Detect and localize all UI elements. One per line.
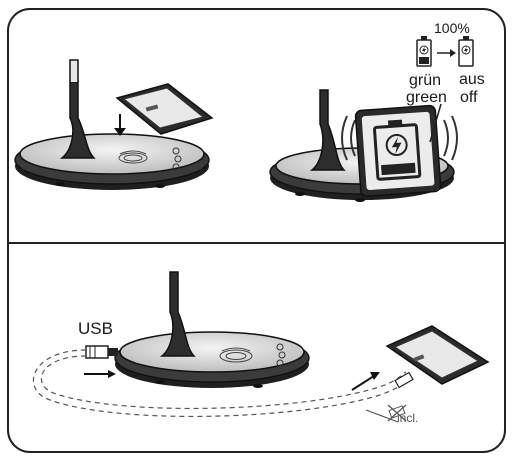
lamp-bottom [114,271,310,388]
phone-bottom [385,325,490,385]
full-percent-label: 100% [434,20,470,36]
phone-charging [354,104,442,197]
done-label-de: aus [459,71,485,88]
usb-plug [84,345,118,378]
not-included-label: incl. [397,411,419,425]
down-arrow [114,114,126,136]
phone-top-left [115,83,214,135]
usb-label: USB [78,319,113,338]
outer-frame [7,8,506,453]
charging-label-en: green [406,89,447,106]
battery-indicator [416,36,474,143]
charging-label-de: grün [409,72,442,89]
usb-cable [32,349,411,417]
done-label-en: off [460,89,478,106]
micro-usb-plug [351,371,414,391]
lamp-top-left [14,59,210,190]
not-included-mark [365,404,407,423]
